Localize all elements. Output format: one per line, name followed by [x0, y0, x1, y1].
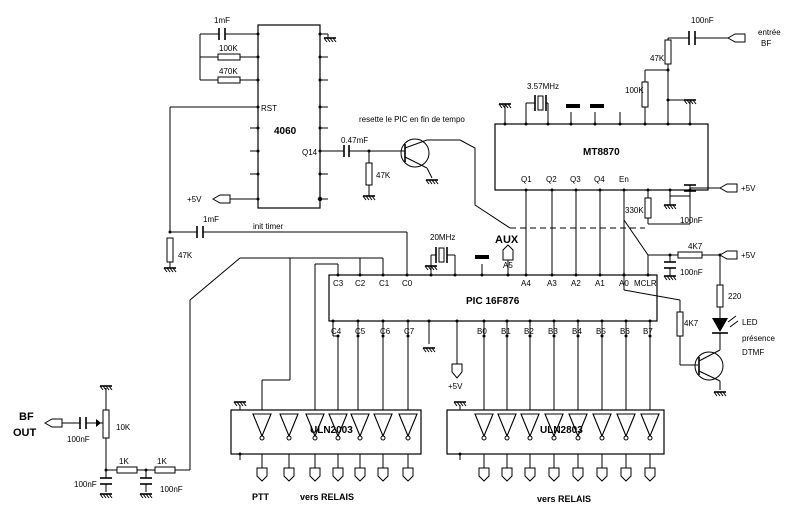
- chip-uln2003-label: ULN2003: [310, 425, 353, 436]
- pin-c3-label: C3: [333, 279, 344, 288]
- pin-b3-label: B3: [548, 327, 558, 336]
- aux-label: AUX: [495, 234, 519, 246]
- plus5v-mclr-label: +5V: [741, 251, 756, 260]
- led-label-3: DTMF: [742, 348, 764, 357]
- r-100k-mt-label: 100K: [625, 86, 644, 95]
- pin-b7-label: B7: [643, 327, 653, 336]
- counter-4060: 4060 RST Q14 1mF 100K 470K +5V: [169, 16, 340, 233]
- pin-rst-label: RST: [261, 104, 277, 113]
- c-100nf-mclr-label: 100nF: [680, 268, 703, 277]
- driver-uln2003: ULN2003 PTT vers RELAIS: [230, 401, 422, 502]
- reset-note: resette le PIC en fin de tempo: [359, 115, 465, 124]
- c-1mf-timer-label: 1mF: [203, 215, 219, 224]
- reset-transistor: 0.47mF 47K resette le PIC en fin de temp…: [340, 115, 511, 229]
- r-470k-label: 470K: [219, 67, 238, 76]
- bf-out-line1: BF: [19, 411, 34, 423]
- pin-a3-label: A3: [547, 279, 557, 288]
- c-100nf-f1-label: 100nF: [74, 480, 97, 489]
- init-timer-label: init timer: [253, 222, 284, 231]
- r-4k7-base-label: 4K7: [684, 319, 699, 328]
- r-1k-b-label: 1K: [157, 457, 167, 466]
- pin-q4-label: Q4: [594, 175, 605, 184]
- pin-b1-label: B1: [501, 327, 511, 336]
- pin-q1-label: Q1: [521, 175, 532, 184]
- pin-c2-label: C2: [355, 279, 366, 288]
- chip-4060-label: 4060: [274, 126, 297, 137]
- vers-relais-2-label: vers RELAIS: [537, 494, 591, 504]
- r-4k7-mclr-label: 4K7: [688, 242, 703, 251]
- c-100nf-en-label: 100nF: [680, 216, 703, 225]
- pin-a1-label: A1: [595, 279, 605, 288]
- r-220-label: 220: [728, 292, 742, 301]
- pin-en-label: En: [619, 175, 629, 184]
- crystal-357-label: 3.57MHz: [527, 82, 559, 91]
- entree-bf-line2: BF: [761, 39, 771, 48]
- entree-bf-line1: entrée: [758, 28, 781, 37]
- pin-a4-label: A4: [521, 279, 531, 288]
- pin-b4-label: B4: [572, 327, 582, 336]
- pin-mclr-label: MCLR: [634, 279, 657, 288]
- r-47k-timer-label: 47K: [178, 251, 193, 260]
- r-100k-label: 100K: [219, 44, 238, 53]
- c-047-label: 0.47mF: [341, 136, 368, 145]
- plus5v-mt-label: +5V: [741, 184, 756, 193]
- crystal-20mhz-label: 20MHz: [430, 233, 455, 242]
- pin-b5-label: B5: [596, 327, 606, 336]
- pin-c1-label: C1: [379, 279, 390, 288]
- pin-q3-label: Q3: [570, 175, 581, 184]
- pin-c4-label: C4: [331, 327, 342, 336]
- pin-b2-label: B2: [524, 327, 534, 336]
- pin-a5-label: A5: [503, 261, 513, 270]
- c-100nf-in-label: 100nF: [691, 16, 714, 25]
- c-100nf-out-label: 100nF: [67, 435, 90, 444]
- r-330k-label: 330K: [625, 206, 644, 215]
- pic-16f876: PIC 16F876 C3 C2 C1 C0 A5 A4 A3 A2 A1 A0…: [163, 215, 658, 467]
- bf-out-filter: BF OUT: [13, 385, 191, 499]
- pin-q2-label: Q2: [546, 175, 557, 184]
- pin-b6-label: B6: [620, 327, 630, 336]
- plus5v-4060-label: +5V: [187, 195, 202, 204]
- bf-out-line2: OUT: [13, 427, 37, 439]
- pin-c7-label: C7: [404, 327, 415, 336]
- pin-c0-label: C0: [402, 279, 413, 288]
- driver-uln2803: ULN2803 vers RELAIS: [446, 401, 665, 504]
- plus5v-pic-label: +5V: [448, 382, 463, 391]
- c-100nf-f2-label: 100nF: [160, 485, 183, 494]
- chip-pic-label: PIC 16F876: [466, 296, 520, 307]
- r-1k-a-label: 1K: [119, 457, 129, 466]
- vers-relais-1-label: vers RELAIS: [300, 492, 354, 502]
- r-47k-q-label: 47K: [376, 171, 391, 180]
- dtmf-decoder-mt8870: MT8870 Q1 Q2 Q3 Q4 En: [494, 16, 781, 275]
- led-label-2: présence: [742, 334, 775, 343]
- pin-a2-label: A2: [571, 279, 581, 288]
- pin-c5-label: C5: [355, 327, 366, 336]
- pin-c6-label: C6: [380, 327, 391, 336]
- pot-10k-label: 10K: [116, 423, 131, 432]
- ptt-label: PTT: [252, 492, 270, 502]
- r-47k-mt-label: 47K: [650, 54, 665, 63]
- chip-uln2803-label: ULN2803: [540, 425, 583, 436]
- pin-b0-label: B0: [477, 327, 487, 336]
- mclr-led-network: +5V 4K7 100nF 220 4K7 LED présence DTMF: [623, 242, 775, 397]
- chip-mt8870-label: MT8870: [583, 147, 620, 158]
- led-label-1: LED: [742, 318, 758, 327]
- pin-q14-label: Q14: [302, 148, 318, 157]
- c-1mf-top-label: 1mF: [214, 16, 230, 25]
